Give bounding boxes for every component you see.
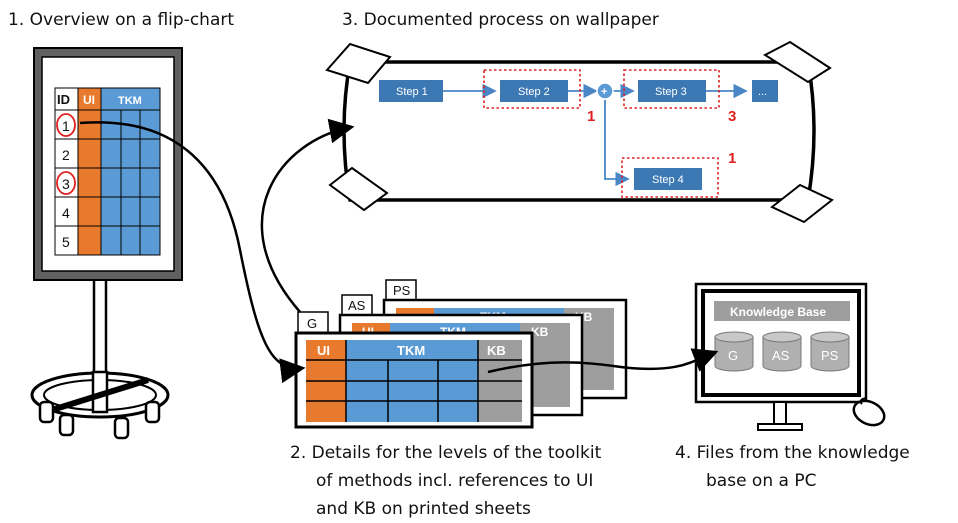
marker-step-3: 3 [728,108,736,125]
tab-ps-label: PS [393,283,411,298]
monitor-stand [757,401,803,431]
flipchart: ID UI TKM 1 2 3 4 5 [30,47,183,440]
marker-step-4: 1 [728,150,736,167]
svg-text:+: + [601,86,607,98]
step-1: Step 1 [379,80,443,102]
arrow-sheets-to-pc [487,348,719,374]
kb-title: Knowledge Base [730,305,826,319]
step-more-label: ... [758,86,767,98]
gateway-node [596,82,614,100]
flipchart-grid [54,109,161,256]
pc: Knowledge Base G AS PS [694,282,886,431]
flipchart-row-2: 2 [62,147,70,163]
step-1-label: Step 1 [396,86,428,98]
highlight-circle-row-1 [56,113,76,137]
drum-g-label: G [728,348,738,363]
step-more: ... [752,80,778,102]
flipchart-header-ui: UI [83,93,95,107]
highlight-boxes [483,69,720,198]
flipchart-row-1: 1 [62,118,70,134]
mouse-icon [852,397,886,427]
step-3: Step 3 [638,80,706,102]
caption-pc-line1: 4. Files from the knowledge [675,443,910,463]
wallpaper-tapes [325,40,834,224]
connector-arrows [79,118,719,384]
tab-as-label: AS [348,298,366,313]
sheet-as-header-kb: KB [531,325,549,339]
caption-wallpaper: 3. Documented process on wallpaper [342,10,659,30]
highlight-circle-row-3 [56,171,76,195]
step-4: Step 4 [634,168,702,190]
step-3-label: Step 3 [655,86,687,98]
caption-pc-line2: base on a PC [706,471,816,491]
flipchart-stand [30,275,170,440]
tab-g-label: G [307,316,317,331]
wallpaper: + Step 1 Step 2 Step 3 ... Step 4 1 [325,40,834,224]
step-4-label: Step 4 [652,174,684,186]
step-2: Step 2 [500,80,568,102]
flipchart-row-4: 4 [62,205,70,221]
caption-sheets-line2: of methods incl. references to UI [316,471,593,491]
caption-sheets-line3: and KB on printed sheets [316,499,531,519]
sheet-g-header-tkm: TKM [397,343,425,358]
flipchart-row-3: 3 [62,176,70,192]
sheet-g-header-kb: KB [487,343,506,358]
marker-step-2: 1 [587,108,595,125]
kb-drums [714,331,850,372]
flipchart-header-id: ID [57,92,70,107]
caption-sheets-line1: 2. Details for the levels of the toolkit [290,443,602,463]
drum-as-label: AS [772,348,790,363]
flipchart-header-tkm: TKM [118,95,142,107]
step-2-label: Step 2 [518,86,550,98]
sheet-g-header-ui: UI [317,343,330,358]
printed-sheets: PS KB TKM AS KB TKM UI G [294,279,628,429]
kb-title-bar [714,301,850,321]
caption-flipchart: 1. Overview on a flip-chart [8,10,234,30]
flipchart-row-5: 5 [62,234,70,250]
drum-ps-label: PS [821,348,839,363]
arrow-flipchart-to-sheets [79,121,306,384]
arrow-sheets-to-wallpaper [260,118,355,313]
